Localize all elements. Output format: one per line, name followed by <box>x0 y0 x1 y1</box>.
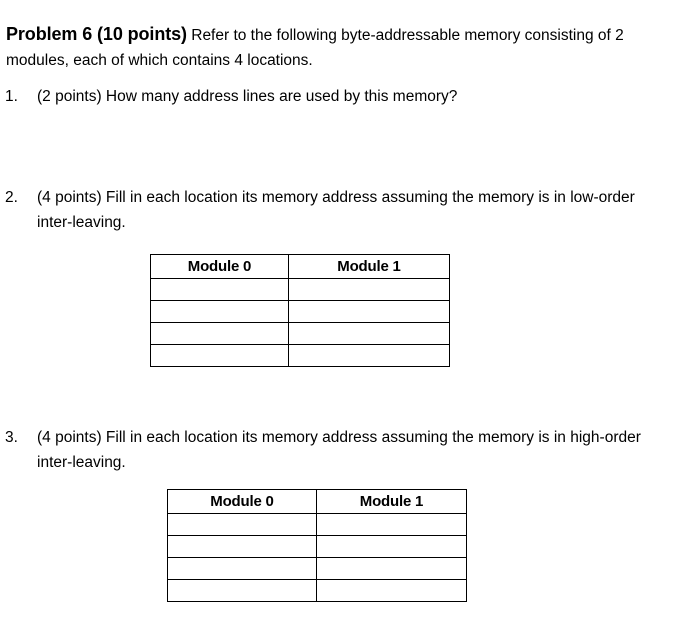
question-2-text: (4 points) Fill in each location its mem… <box>37 189 635 231</box>
question-3-text: (4 points) Fill in each location its mem… <box>37 429 641 471</box>
column-header-module-1: Module 1 <box>288 254 450 279</box>
cell-module-0[interactable] <box>150 322 289 345</box>
column-header-module-0: Module 0 <box>150 254 289 279</box>
cell-module-1[interactable] <box>288 322 450 345</box>
table-row <box>150 278 450 301</box>
table-header-row: Module 0 Module 1 <box>167 489 467 514</box>
cell-module-1[interactable] <box>316 579 467 602</box>
cell-module-0[interactable] <box>167 513 317 536</box>
question-1-marker: 1. <box>5 88 18 105</box>
question-1-text: (2 points) How many address lines are us… <box>37 88 458 105</box>
problem-intro-paragraph: Problem 6 (10 points) Refer to the follo… <box>6 22 686 73</box>
question-3-marker: 3. <box>5 429 18 446</box>
column-header-module-0: Module 0 <box>167 489 317 514</box>
question-item-1: 1. (2 points) How many address lines are… <box>5 84 665 109</box>
table-row <box>167 535 467 558</box>
cell-module-0[interactable] <box>167 579 317 602</box>
table-header-row: Module 0 Module 1 <box>150 254 450 279</box>
table-row <box>167 513 467 536</box>
cell-module-1[interactable] <box>288 278 450 301</box>
question-item-2: 2. (4 points) Fill in each location its … <box>5 185 673 235</box>
table-row <box>167 557 467 580</box>
cell-module-1[interactable] <box>288 300 450 323</box>
module-table-high-order: Module 0 Module 1 <box>167 489 467 602</box>
cell-module-0[interactable] <box>150 278 289 301</box>
module-table-low-order: Module 0 Module 1 <box>150 254 450 367</box>
cell-module-1[interactable] <box>316 513 467 536</box>
cell-module-0[interactable] <box>150 344 289 367</box>
cell-module-1[interactable] <box>316 535 467 558</box>
cell-module-1[interactable] <box>288 344 450 367</box>
cell-module-0[interactable] <box>167 557 317 580</box>
cell-module-1[interactable] <box>316 557 467 580</box>
table-row <box>150 322 450 345</box>
cell-module-0[interactable] <box>150 300 289 323</box>
problem-title: Problem 6 (10 points) <box>6 23 187 44</box>
problem-intro-body: Refer to the following byte-addressable … <box>6 26 624 69</box>
question-2-marker: 2. <box>5 189 18 206</box>
table-row <box>150 344 450 367</box>
column-header-module-1: Module 1 <box>316 489 467 514</box>
table-row <box>150 300 450 323</box>
cell-module-0[interactable] <box>167 535 317 558</box>
table-row <box>167 579 467 602</box>
question-item-3: 3. (4 points) Fill in each location its … <box>5 425 673 475</box>
